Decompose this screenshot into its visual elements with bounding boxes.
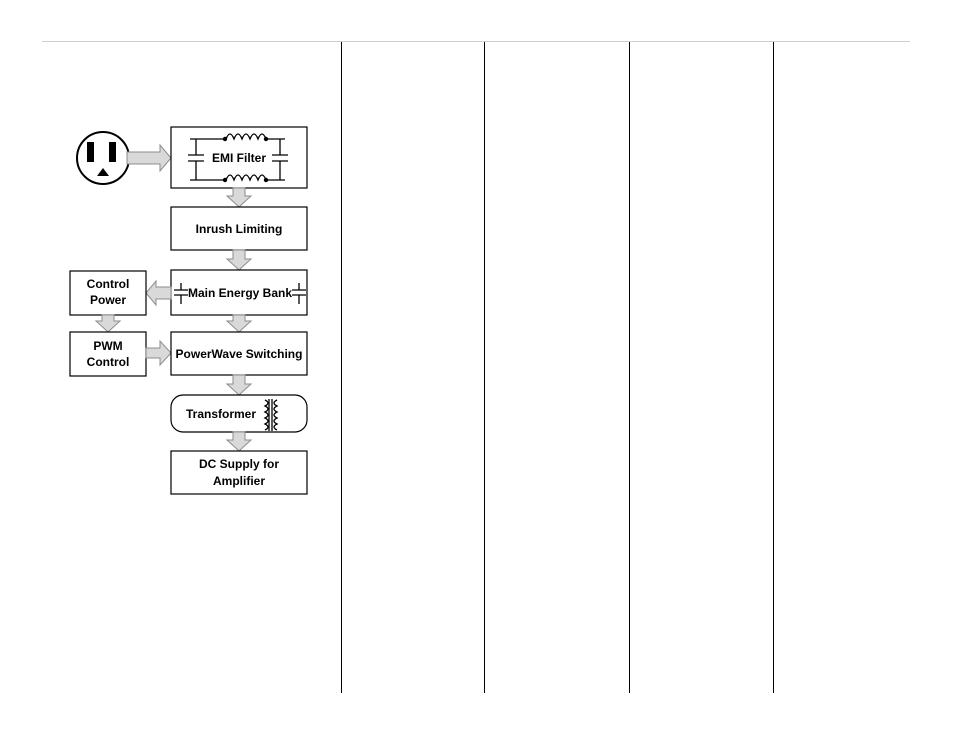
transformer-label: Transformer — [186, 407, 256, 421]
pwm-control-label-line1: PWM — [93, 339, 122, 353]
arrow-emi-to-inrush — [227, 188, 251, 207]
arrow-inrush-to-main — [227, 250, 251, 270]
emi-filter-block: EMI Filter — [171, 127, 307, 188]
powerwave-switching-label: PowerWave Switching — [176, 347, 303, 361]
emi-filter-label: EMI Filter — [212, 151, 266, 165]
arrow-control-power-to-pwm — [96, 315, 120, 332]
main-energy-bank-label: Main Energy Bank — [188, 286, 292, 300]
control-power-label-line2: Power — [90, 293, 126, 307]
main-energy-bank-block: Main Energy Bank — [171, 270, 307, 315]
inrush-limiting-label: Inrush Limiting — [196, 222, 283, 236]
arrow-powerwave-to-transformer — [227, 375, 251, 395]
dc-supply-label-line1: DC Supply for — [199, 457, 279, 471]
pwm-control-label-line2: Control — [87, 355, 130, 369]
dc-supply-label-line2: Amplifier — [213, 474, 265, 488]
control-power-label-line1: Control — [87, 277, 130, 291]
arrow-pwm-to-powerwave — [146, 341, 171, 365]
arrow-main-to-control-power — [146, 281, 171, 305]
transformer-block: Transformer — [171, 395, 307, 432]
arrow-outlet-to-emi — [127, 145, 171, 171]
ac-outlet-icon — [77, 132, 129, 184]
arrow-transformer-to-dc-supply — [227, 432, 251, 451]
arrow-main-to-powerwave — [227, 315, 251, 332]
